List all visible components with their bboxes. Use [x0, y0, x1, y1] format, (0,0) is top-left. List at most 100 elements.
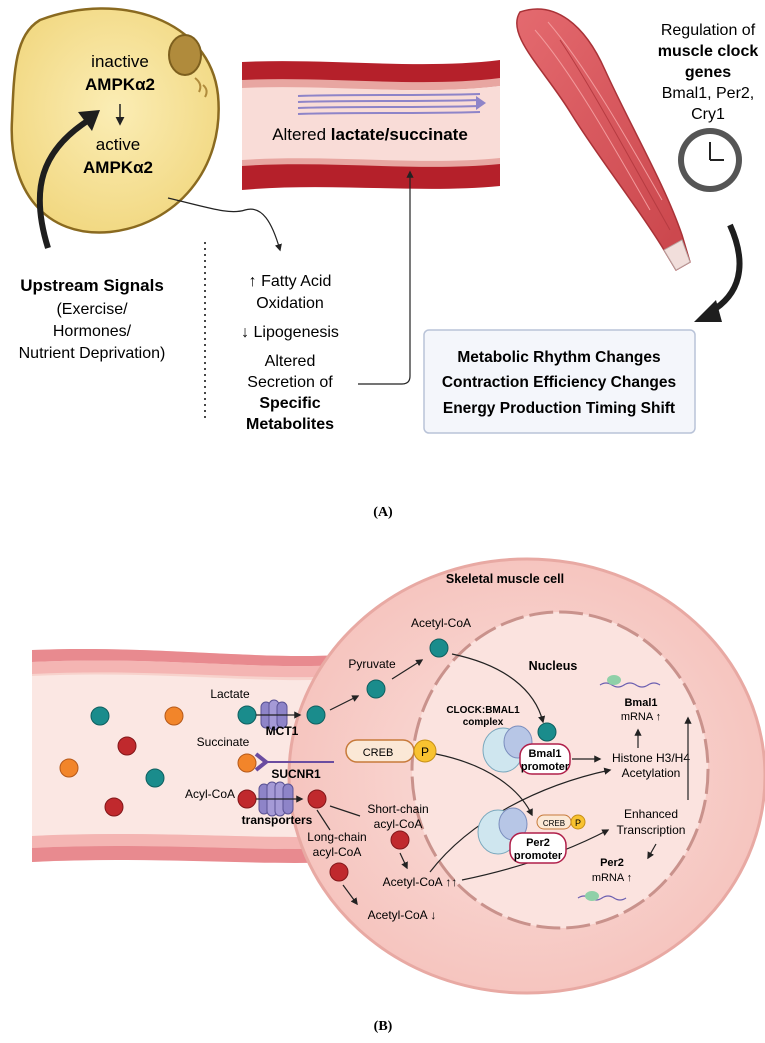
upstream-title: Upstream Signals: [20, 276, 164, 295]
creb-label: CREB: [363, 747, 394, 759]
secretion-line-2: Secretion of: [247, 374, 333, 391]
acyl-transporter: [256, 781, 304, 817]
caption-b: (B): [374, 1019, 393, 1034]
histone-line-2: Acetylation: [622, 766, 681, 780]
outcome-1: Metabolic Rhythm Changes: [457, 349, 660, 366]
outcome-arrow: [708, 223, 743, 315]
clock-text-3: genes: [685, 64, 731, 81]
transcription-to-per2-arrow: [647, 843, 657, 860]
succinate-molecule: [164, 706, 184, 726]
per2-complex-icon: [477, 807, 528, 855]
succinate-molecule: [237, 753, 257, 773]
lactate-label: Lactate: [210, 687, 250, 701]
acylcoa-molecule: [307, 789, 327, 809]
per2-promoter-box: [509, 832, 567, 864]
phosphate-icon: [413, 739, 437, 763]
bmal1-promoter-line-2: promoter: [521, 761, 570, 773]
bmal1-promoter-line-1: Bmal1: [528, 748, 561, 760]
bmal1-mrna-line-1: Bmal1: [624, 697, 657, 709]
enhanced-line-2: Transcription: [617, 823, 686, 837]
inactive-label: inactive: [91, 52, 149, 71]
nucleus-label: Nucleus: [529, 659, 578, 673]
outcome-2: Contraction Efficiency Changes: [442, 374, 676, 391]
lactate-molecule: [90, 706, 110, 726]
secretion-arrow: [358, 170, 414, 385]
per2-mrna-line-2: mRNA ↑: [592, 872, 632, 884]
long-chain-link: [316, 809, 331, 831]
upstream-line-2: Hormones/: [53, 323, 132, 340]
outcome-arrowhead: [694, 300, 722, 322]
acylcoa-label: Acyl-CoA: [185, 787, 235, 801]
upstream-arrowhead: [78, 110, 100, 131]
outcome-3: Energy Production Timing Shift: [443, 400, 675, 417]
short-chain-link: [329, 805, 361, 817]
bmal1-mrna-icon: [599, 675, 661, 688]
long-chain-line-2: acyl-CoA: [313, 845, 362, 859]
bmal1-mrna-line-2: mRNA ↑: [621, 711, 661, 723]
adipocyte-cell: [10, 7, 220, 234]
active-label: active: [96, 135, 140, 154]
short-chain-molecule: [390, 830, 410, 850]
per2-phosphate-label: P: [575, 818, 581, 828]
transporters-label: transporters: [242, 813, 313, 827]
upstream-arrow: [36, 115, 94, 249]
enhanced-line-1: Enhanced: [624, 807, 678, 821]
lipogenesis-label: ↓ Lipogenesis: [241, 324, 339, 341]
mct1-label: MCT1: [266, 724, 299, 738]
succinate-label: Succinate: [197, 735, 250, 749]
arrow-to-pyruvate: [329, 695, 360, 711]
acetylcoa-down-label: Acetyl-CoA ↓: [368, 908, 437, 922]
sucnr1-label: SUCNR1: [271, 767, 321, 781]
lactate-molecule: [306, 705, 326, 725]
clock-complex-line-1: CLOCK:BMAL1: [446, 705, 520, 716]
ampk-active-label: AMPKα2: [83, 158, 153, 177]
short-to-acetyl-arrow: [399, 852, 408, 870]
panel-b: Skeletal muscle cell Nucleus Lactate Suc…: [32, 557, 765, 1034]
creb-to-per2-arrow: [435, 753, 533, 817]
acetyl-group-icon: [537, 722, 557, 742]
mct1-transporter: [256, 699, 302, 731]
acylcoa-molecule: [104, 797, 124, 817]
phosphate-label: P: [421, 745, 429, 759]
acylcoa-molecule: [117, 736, 137, 756]
upstream-line-3: Nutrient Deprivation): [19, 345, 166, 362]
per2-phosphate-icon: [570, 814, 586, 830]
per2-creb-label: CREB: [543, 819, 565, 828]
clock-complex-line-2: complex: [463, 717, 504, 728]
acylcoa-molecule: [237, 789, 257, 809]
flow-arrowhead: [476, 96, 486, 110]
secretion-line-3: Specific: [259, 395, 320, 412]
lactate-molecule: [145, 768, 165, 788]
per2-mrna-line-1: Per2: [600, 857, 624, 869]
caption-a: (A): [373, 505, 393, 520]
clock-text-4: Bmal1, Per2,: [662, 85, 754, 102]
secretion-line-1: Altered: [265, 353, 316, 370]
per2-promoter-line-2: promoter: [514, 850, 563, 862]
clock-text-5: Cry1: [691, 106, 725, 123]
cell-nucleus-icon: [168, 34, 202, 76]
succinate-molecule: [59, 758, 79, 778]
tendon-icon: [663, 239, 691, 271]
arrow-to-acetylcoa: [391, 659, 424, 680]
upstream-line-1: (Exercise/: [56, 301, 128, 318]
acetylcoa-top-label: Acetyl-CoA: [411, 616, 471, 630]
short-chain-line-2: acyl-CoA: [374, 817, 423, 831]
acetyl-to-histone-arrow: [429, 767, 612, 873]
lactate-molecule: [237, 705, 257, 725]
flow-lines: [297, 93, 481, 115]
pyruvate-molecule: [366, 679, 386, 699]
histone-line-1: Histone H3/H4: [612, 751, 690, 765]
fao-line-2: Oxidation: [256, 295, 324, 312]
muscle-icon: [516, 8, 691, 272]
per2-mrna-icon: [577, 891, 627, 901]
per2-promoter-line-1: Per2: [526, 837, 550, 849]
long-chain-molecule: [329, 862, 349, 882]
fao-line-1: ↑ Fatty Acid: [249, 273, 332, 290]
clock-text-2: muscle clock: [658, 43, 759, 60]
clock-text-1: Regulation of: [661, 22, 756, 39]
short-chain-line-1: Short-chain: [367, 802, 428, 816]
acetylcoa-to-nucleus-arrow: [451, 653, 546, 724]
ampk-inactive-label: AMPKα2: [85, 75, 155, 94]
clock-icon: [678, 128, 742, 192]
